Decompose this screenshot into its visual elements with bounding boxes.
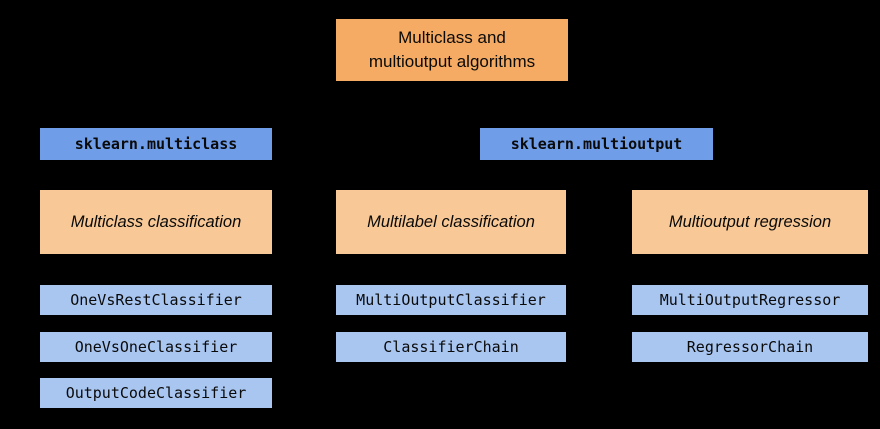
module-box-sklearn-multiclass: sklearn.multiclass [40,128,272,160]
class-label-onevsrestclassifier: OneVsRestClassifier [70,291,242,309]
class-box-onevsoneclassifier: OneVsOneClassifier [40,332,272,362]
class-box-onevsrestclassifier: OneVsRestClassifier [40,285,272,315]
module-label-sklearn-multioutput: sklearn.multioutput [510,135,683,153]
diagram-title-line-2: multioutput algorithms [368,52,536,71]
module-label-sklearn-multiclass: sklearn.multiclass [74,135,238,153]
category-label-multilabel-classification: Multilabel classification [367,212,535,231]
class-label-multioutputclassifier: MultiOutputClassifier [356,291,546,309]
module-box-sklearn-multioutput: sklearn.multioutput [480,128,713,160]
class-box-regressorchain: RegressorChain [632,332,868,362]
category-box-multilabel-classification: Multilabel classification [336,190,566,254]
class-box-multioutputregressor: MultiOutputRegressor [632,285,868,315]
category-box-multioutput-regression: Multioutput regression [632,190,868,254]
category-box-multiclass-classification: Multiclass classification [40,190,272,254]
category-label-multiclass-classification: Multiclass classification [70,212,242,231]
class-box-multioutputclassifier: MultiOutputClassifier [336,285,566,315]
diagram-title-box: Multiclass and multioutput algorithms [336,19,568,81]
diagram-title-line-1: Multiclass and [398,28,506,48]
category-label-multioutput-regression: Multioutput regression [668,212,832,231]
class-label-outputcodeclassifier: OutputCodeClassifier [65,384,247,402]
class-box-classifierchain: ClassifierChain [336,332,566,362]
class-label-regressorchain: RegressorChain [686,338,814,356]
class-box-outputcodeclassifier: OutputCodeClassifier [40,378,272,408]
class-label-classifierchain: ClassifierChain [383,338,519,356]
class-label-onevsoneclassifier: OneVsOneClassifier [74,338,238,356]
class-label-multioutputregressor: MultiOutputRegressor [659,291,841,309]
